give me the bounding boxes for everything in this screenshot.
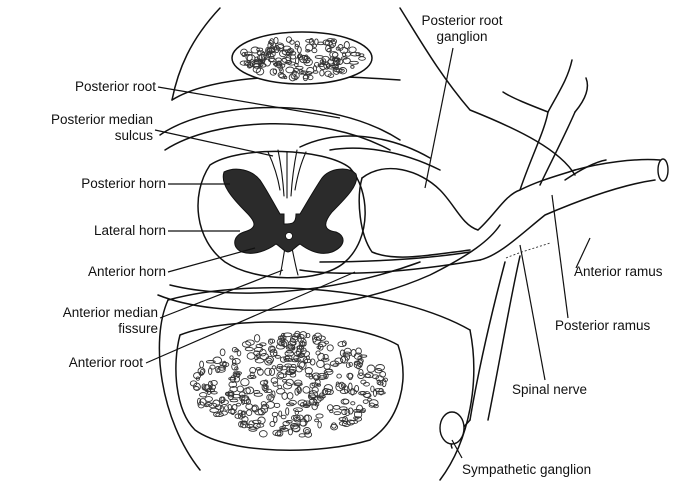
label-posterior-median-sulcus: Posterior median sulcus — [10, 112, 153, 144]
label-posterior-ramus: Posterior ramus — [555, 318, 650, 334]
label-posterior-root-ganglion: Posterior root ganglion — [412, 13, 512, 45]
leader-posterior-root — [158, 87, 340, 118]
label-anterior-median-fissure: Anterior median fissure — [10, 305, 158, 337]
label-anterior-ramus: Anterior ramus — [574, 264, 663, 280]
label-anterior-root: Anterior root — [10, 355, 143, 371]
label-posterior-median-sulcus-line1: Posterior median — [10, 112, 153, 128]
leader-posterior-median-sulcus — [155, 130, 273, 156]
label-anterior-horn: Anterior horn — [10, 264, 166, 280]
label-posterior-root-ganglion-line1: Posterior root — [412, 13, 512, 29]
label-anterior-median-fissure-line2: fissure — [10, 321, 158, 337]
leader-spinal-nerve — [520, 245, 545, 380]
label-posterior-horn: Posterior horn — [10, 176, 166, 192]
leader-posterior-ramus — [552, 195, 568, 318]
vertebral-body-bone — [176, 322, 403, 450]
grey-matter — [223, 169, 356, 253]
label-anterior-median-fissure-line1: Anterior median — [10, 305, 158, 321]
spinous-bone-top — [232, 32, 372, 84]
label-posterior-root-ganglion-line2: ganglion — [412, 29, 512, 45]
label-sympathetic-ganglion: Sympathetic ganglion — [462, 462, 591, 478]
label-posterior-root: Posterior root — [10, 79, 156, 95]
leader-anterior-horn — [168, 248, 255, 272]
label-lateral-horn: Lateral horn — [10, 223, 166, 239]
label-spinal-nerve: Spinal nerve — [512, 382, 587, 398]
label-posterior-median-sulcus-line2: sulcus — [10, 128, 153, 144]
